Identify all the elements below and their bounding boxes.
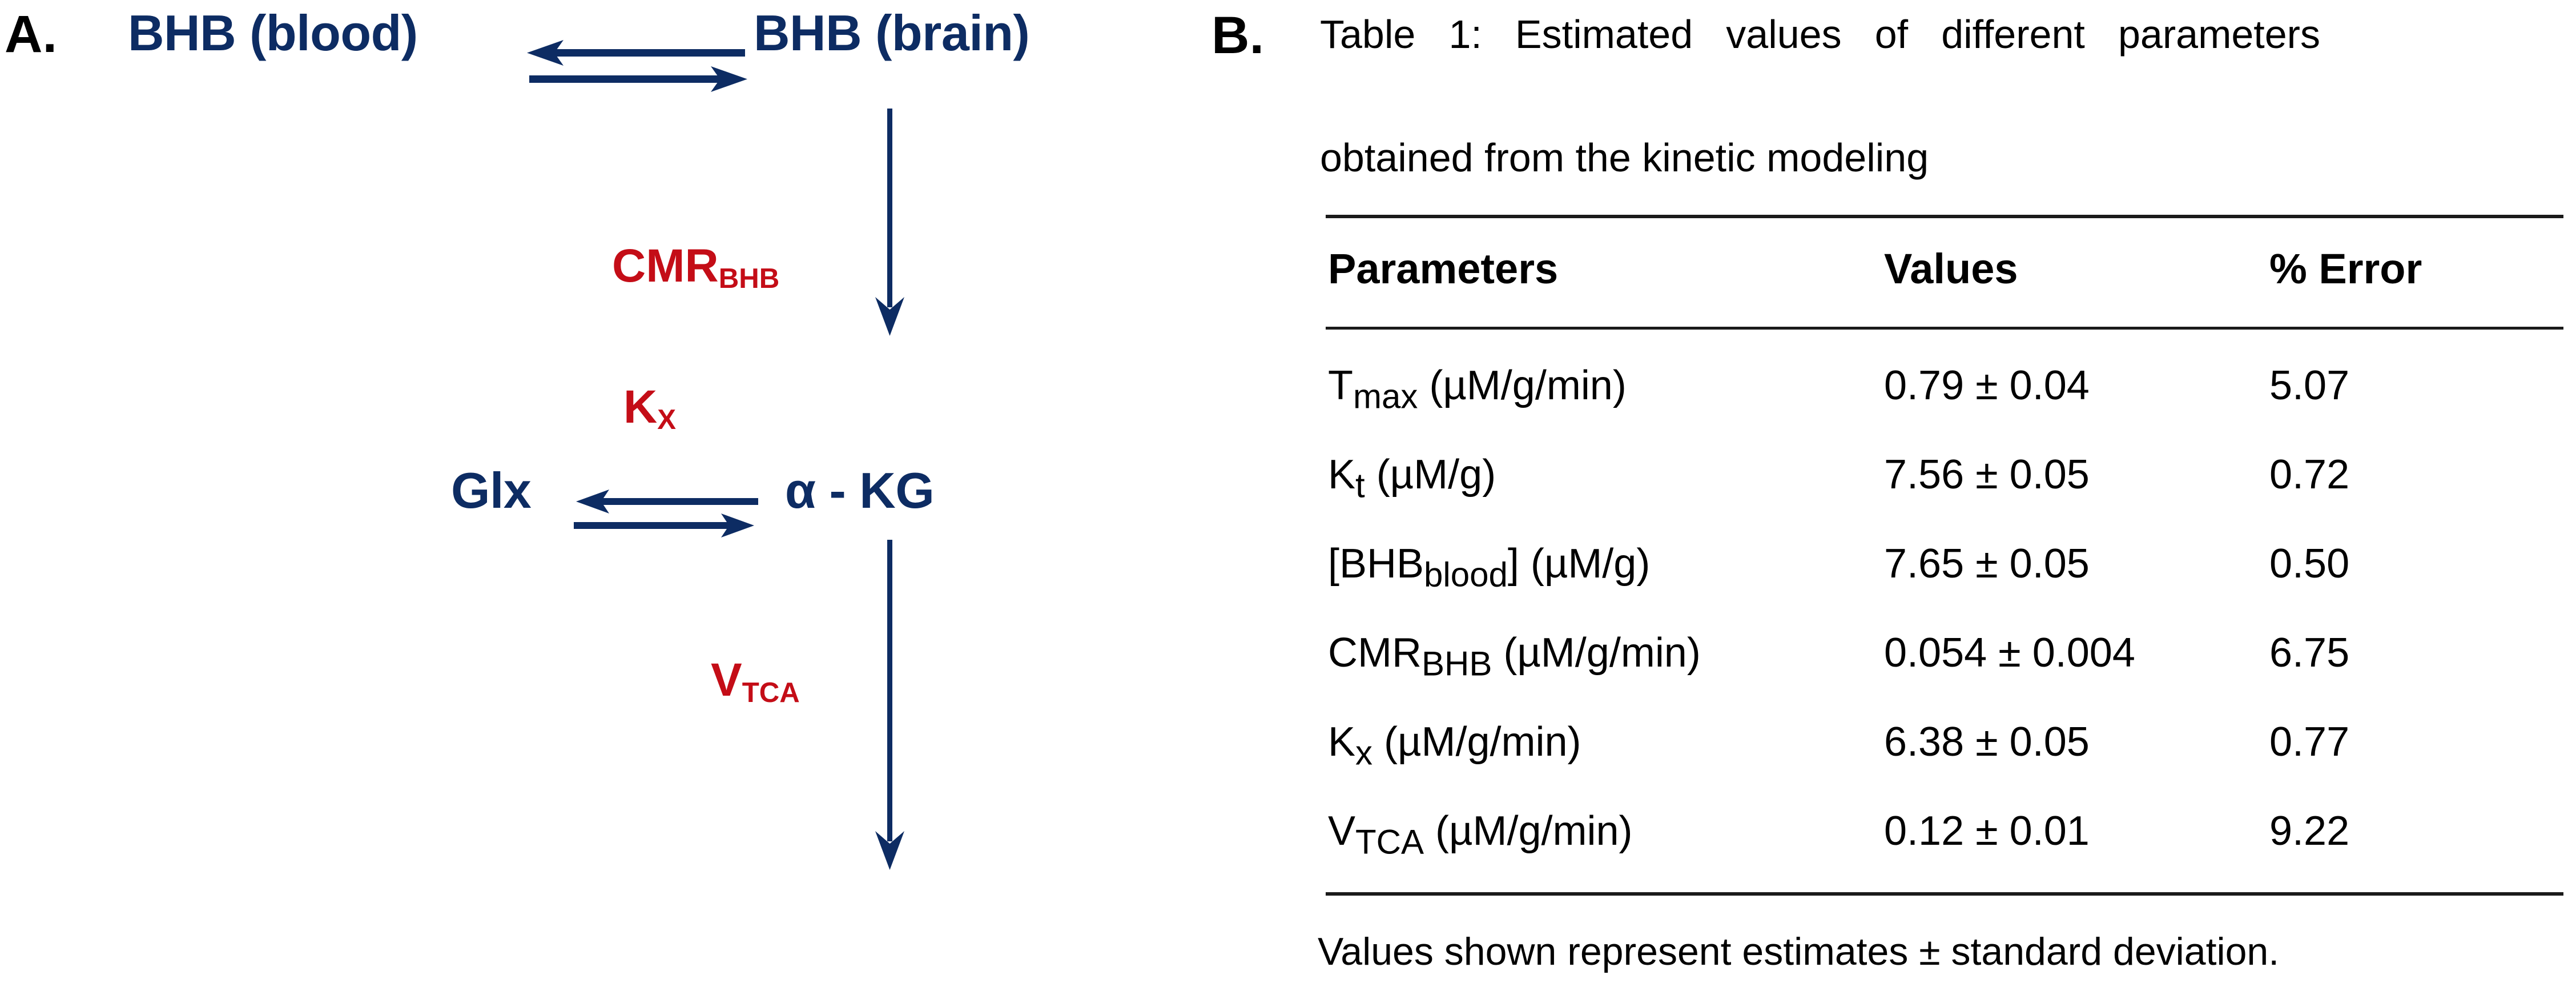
cell-value: 7.56 ± 0.05 [1884, 452, 2090, 498]
panel-b-label: B. [1211, 6, 1264, 65]
param-sub: BHB [1421, 644, 1492, 683]
table-caption-line-1: Table 1: Estimated values of different p… [1320, 12, 2320, 57]
table-caption-line-2: obtained from the kinetic modeling [1320, 135, 1929, 180]
table-rule-bottom [1326, 892, 2563, 896]
cell-error: 0.50 [2269, 541, 2350, 587]
panel-b-table: B. Table 1: Estimated values of differen… [1199, 0, 2576, 1007]
table-row: [BHBblood] (µM/g) [1328, 540, 1650, 594]
param-base: V [1328, 808, 1356, 854]
arrow-down-vtca-icon [875, 540, 904, 870]
equilibrium-arrow-bhb-icon [527, 40, 747, 92]
rate-label-cmr-bhb: CMRBHB [612, 243, 779, 292]
param-sub: max [1353, 377, 1418, 416]
rate-vtca-base: V [711, 654, 742, 706]
rate-kx-base: K [623, 381, 658, 433]
node-alpha-kg: α - KG [785, 462, 935, 519]
param-base: T [1328, 363, 1353, 408]
param-unit: (µM/g) [1365, 452, 1496, 498]
table-row: Kx (µM/g/min) [1328, 719, 1581, 772]
cell-error: 6.75 [2269, 630, 2350, 676]
table-row: VTCA (µM/g/min) [1328, 808, 1633, 861]
cell-error: 5.07 [2269, 363, 2350, 408]
rate-cmr-sub: BHB [718, 262, 780, 294]
param-base: K [1328, 719, 1356, 765]
table-row: Kt (µM/g) [1328, 451, 1496, 505]
param-unit: (µM/g/min) [1424, 808, 1633, 854]
param-unit: (µM/g/min) [1418, 363, 1627, 408]
rate-label-vtca: VTCA [711, 657, 800, 707]
node-bhb-brain: BHB (brain) [754, 5, 1030, 61]
equilibrium-arrow-glx-akg-icon [574, 490, 758, 537]
cell-error: 9.22 [2269, 808, 2350, 854]
param-unit: ] (µM/g) [1507, 541, 1651, 587]
cell-value: 0.12 ± 0.01 [1884, 808, 2090, 854]
column-header-values: Values [1884, 245, 2018, 292]
node-glx: Glx [451, 462, 532, 519]
param-sub: x [1355, 733, 1373, 772]
node-bhb-blood: BHB (blood) [128, 5, 418, 61]
cell-error: 0.77 [2269, 719, 2350, 765]
param-base: [BHB [1328, 541, 1424, 587]
column-header-error: % Error [2269, 245, 2422, 292]
param-sub: t [1355, 466, 1365, 505]
table-row: Tmax (µM/g/min) [1328, 362, 1627, 416]
param-unit: (µM/g/min) [1492, 630, 1701, 676]
table-caption: Table 1: Estimated values of different p… [1320, 3, 2320, 188]
param-sub: blood [1424, 555, 1508, 594]
table-row: CMRBHB (µM/g/min) [1328, 629, 1701, 683]
table-footnote: Values shown represent estimates ± stand… [1318, 930, 2280, 973]
param-base: K [1328, 452, 1356, 498]
rate-kx-sub: X [657, 403, 677, 435]
table-rule-top [1326, 215, 2563, 218]
cell-value: 6.38 ± 0.05 [1884, 719, 2090, 765]
rate-vtca-sub: TCA [742, 676, 800, 708]
column-header-parameters: Parameters [1328, 245, 1559, 292]
cell-value: 0.79 ± 0.04 [1884, 363, 2090, 408]
cell-value: 0.054 ± 0.004 [1884, 630, 2135, 676]
cell-value: 7.65 ± 0.05 [1884, 541, 2090, 587]
param-sub: TCA [1355, 823, 1424, 861]
rate-cmr-base: CMR [612, 240, 719, 292]
param-unit: (µM/g/min) [1372, 719, 1581, 765]
param-base: CMR [1328, 630, 1422, 676]
panel-a-diagram: A. BHB (blood) BHB (brain) CMRBHB KX Glx… [0, 0, 1199, 1007]
rate-label-kx: KX [623, 384, 676, 434]
table-rule-header [1326, 327, 2563, 330]
panel-a-label: A. [5, 5, 57, 63]
cell-error: 0.72 [2269, 452, 2350, 498]
arrow-down-cmr-bhb-icon [875, 109, 904, 336]
